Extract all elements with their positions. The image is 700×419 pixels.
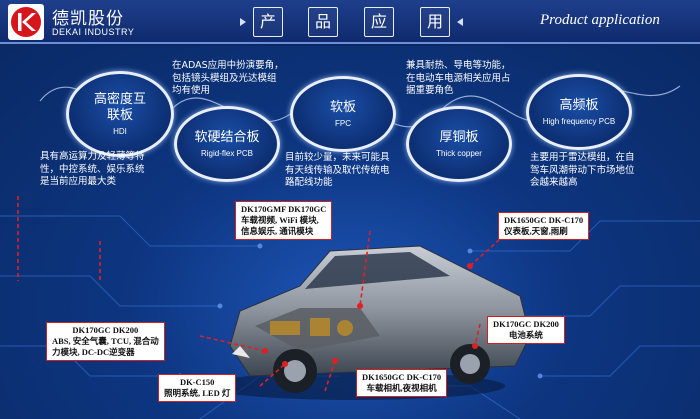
desc-fpc: 目前较少量，未来可能具 有天线传输及取代传统电 路配线功能 (285, 152, 390, 190)
desc-line: 主要用于雷达模组，在自 (530, 152, 635, 163)
callout-line: 照明系统, LED 灯 (164, 388, 231, 398)
callout-line: DK170GC DK200 (493, 319, 559, 329)
desc-line: 路配线功能 (285, 177, 333, 188)
brand-name-en: DEKAI INDUSTRY (52, 27, 135, 37)
callout-dashboard: DK1650GC DK-C170 仪表板,天窗,雨刷 (498, 212, 590, 240)
desc-line: 是当前应用最大类 (40, 176, 117, 187)
callout-line: 车载视频, WiFi 模块, (241, 215, 319, 225)
product-thick-copper: 厚铜板 Thick copper (406, 106, 512, 182)
product-high-frequency-name: 高频板 (559, 98, 599, 113)
desc-line: 具有高运算力及轻薄等特 (40, 151, 145, 162)
product-high-frequency: 高频板 High frequency PCB (526, 74, 632, 150)
section-label: Product application (540, 12, 660, 28)
title-arrow-icon (457, 18, 463, 26)
title-arrow-icon (240, 18, 246, 26)
callout-lighting: DK-C150 照明系统, LED 灯 (158, 374, 237, 402)
desc-line: 驾车风潮带动下市场地位 (530, 164, 635, 176)
callout-line: 仪表板,天窗,雨刷 (504, 226, 568, 236)
title-char: 应 (364, 7, 394, 37)
desc-line: 会越来越高 (530, 177, 578, 188)
desc-line: 性，中控系统、娱乐系统 (40, 163, 145, 175)
product-fpc-name: 软板 (329, 100, 356, 115)
desc-line: 据重要角色 (406, 85, 454, 96)
desc-line: 在电动车电源相关应用占 (406, 72, 511, 84)
desc-hdi: 具有高运算力及轻薄等特 性，中控系统、娱乐系统 是当前应用最大类 (40, 151, 145, 189)
callout-line: ABS, 安全气囊, TCU, 混合动 (52, 336, 159, 346)
callout-line: 信息娱乐, 通讯模块 (241, 226, 314, 236)
product-hdi: 高密度互联板 HDI (66, 71, 174, 157)
product-rigid-flex-en: Rigid-flex PCB (200, 149, 253, 158)
dekai-logo-icon (8, 4, 44, 40)
callout-camera: DK1650GC DK-C170 车载相机,夜视相机 (356, 369, 448, 397)
title-char: 用 (420, 7, 450, 37)
brand-name-cn: 德凯股份 (52, 9, 124, 29)
callout-line: DK1650GC DK-C170 (362, 372, 442, 382)
title-char: 品 (308, 7, 338, 37)
callout-line: DK-C150 (179, 377, 215, 387)
callout-infotainment: DK170GMF DK170GC 车载视频, WiFi 模块, 信息娱乐, 通讯… (235, 201, 333, 240)
product-rigid-flex-name: 软硬结合板 (194, 130, 260, 145)
desc-line: 兼具耐热、导电等功能， (406, 60, 511, 71)
callout-line: DK170GMF DK170GC (241, 204, 327, 214)
desc-line: 有天线传输及取代传统电 (285, 164, 390, 176)
desc-rigid-flex: 在ADAS应用中扮演要角， 包括镜头模组及光达模组 均有使用 (172, 60, 284, 98)
callout-abs: DK170GC DK200 ABS, 安全气囊, TCU, 混合动 力模块, D… (46, 322, 165, 361)
desc-thick-copper: 兼具耐热、导电等功能， 在电动车电源相关应用占 据重要角色 (406, 60, 511, 98)
product-high-frequency-en: High frequency PCB (542, 117, 616, 126)
callout-battery: DK170GC DK200 电池系统 (487, 316, 565, 344)
product-hdi-en: HDI (113, 127, 127, 136)
desc-line: 在ADAS应用中扮演要角， (172, 60, 284, 71)
product-thick-copper-name: 厚铜板 (439, 130, 479, 145)
product-thick-copper-en: Thick copper (436, 149, 482, 158)
title-char: 产 (253, 7, 283, 37)
desc-line: 目前较少量，未来可能具 (285, 152, 390, 163)
header-bar: 德凯股份 DEKAI INDUSTRY 产 品 应 用 Product appl… (0, 0, 700, 44)
product-fpc: 软板 FPC (290, 76, 396, 152)
desc-line: 均有使用 (172, 85, 211, 96)
callout-line: 力模块, DC-DC逆变器 (52, 347, 135, 357)
callout-line: 车载相机,夜视相机 (366, 383, 437, 393)
callout-line: DK1650GC DK-C170 (504, 215, 584, 225)
desc-line: 包括镜头模组及光达模组 (172, 72, 277, 84)
callout-line: DK170GC DK200 (72, 325, 139, 335)
desc-high-frequency: 主要用于雷达模组，在自 驾车风潮带动下市场地位 会越来越高 (530, 152, 635, 190)
product-hdi-name: 高密度互联板 (93, 92, 146, 123)
product-fpc-en: FPC (335, 119, 351, 128)
product-rigid-flex: 软硬结合板 Rigid-flex PCB (174, 106, 280, 182)
callout-line: 电池系统 (508, 330, 543, 340)
main-panel: 高密度互联板 HDI 软硬结合板 Rigid-flex PCB 软板 FPC 厚… (0, 46, 700, 419)
